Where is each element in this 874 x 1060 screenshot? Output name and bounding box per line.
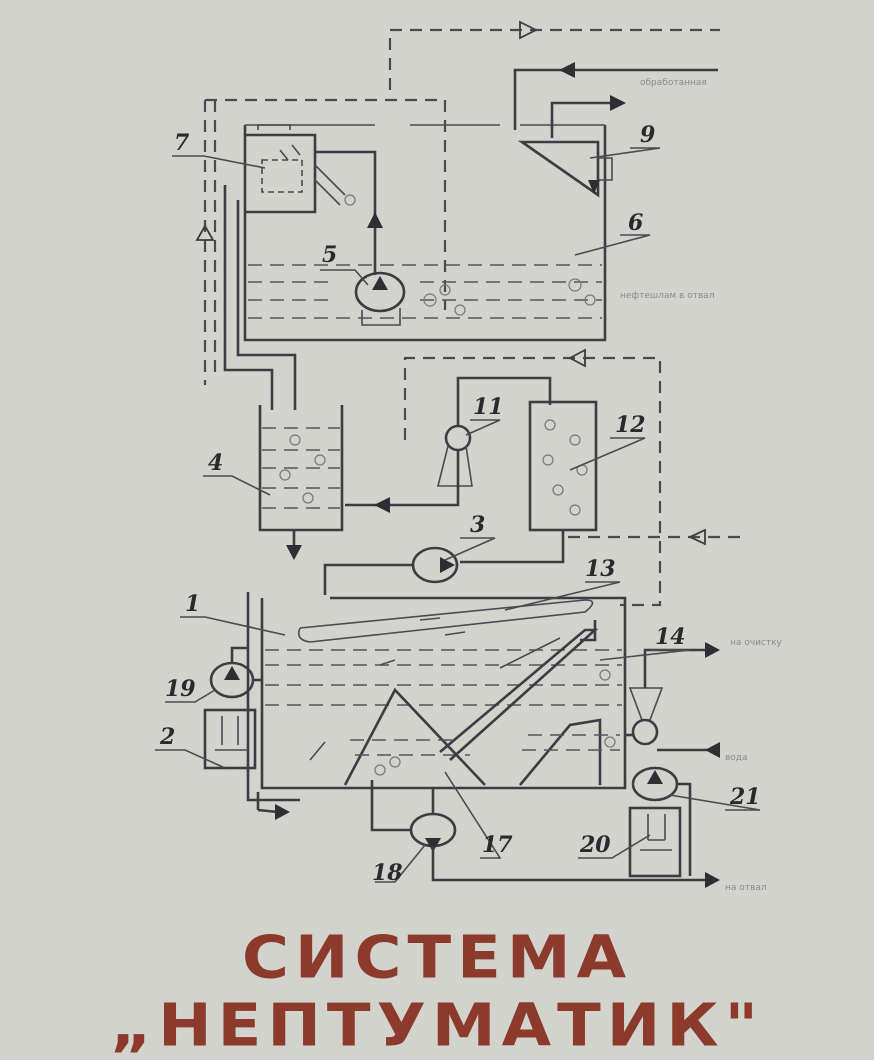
flow-arrow-top-right <box>519 20 539 40</box>
tank-1 <box>246 592 627 820</box>
leader-lines <box>155 147 761 883</box>
pump-5 <box>354 212 406 326</box>
pipe-6-to-4 <box>223 185 274 410</box>
label-12: 12 <box>615 412 646 438</box>
flow-arrow-left-vertical <box>195 224 215 241</box>
label-9: 9 <box>640 122 655 148</box>
label-7: 7 <box>174 130 190 156</box>
svg-text:на отвал: на отвал <box>725 883 767 893</box>
pump-19 <box>203 646 262 770</box>
svg-text:на очистку: на очистку <box>730 638 783 648</box>
svg-text:нефтешлам в отвал: нефтешлам в отвал <box>620 291 715 301</box>
pump-3 <box>323 546 459 595</box>
label-1: 1 <box>185 591 200 617</box>
label-18: 18 <box>372 860 403 886</box>
label-13: 13 <box>585 556 616 582</box>
flow-arrow-inlet-mid <box>687 528 706 546</box>
label-5: 5 <box>322 242 337 268</box>
column-12 <box>460 400 598 564</box>
label-4: 4 <box>208 450 223 476</box>
vessel-7 <box>245 124 377 275</box>
label-20: 20 <box>579 832 611 858</box>
flow-arrow-loop-top <box>568 348 586 368</box>
svg-text:вода: вода <box>725 753 748 763</box>
label-19: 19 <box>165 676 196 702</box>
pipe-6-to-4-b <box>236 200 297 410</box>
diagram-title: СИСТЕМА „НЕПТУМАТИК" <box>110 923 764 1060</box>
tank-4 <box>258 405 344 560</box>
label-21: 21 <box>729 784 761 810</box>
label-3: 3 <box>470 512 485 538</box>
label-2: 2 <box>159 724 175 750</box>
label-17: 17 <box>482 832 513 858</box>
separator-unit <box>625 642 720 758</box>
unit-9 <box>513 62 718 198</box>
label-11: 11 <box>473 394 504 420</box>
label-6: 6 <box>628 210 643 236</box>
pump-21 <box>628 766 692 878</box>
unit-11 <box>345 376 552 513</box>
label-14: 14 <box>655 624 686 650</box>
tank-6 <box>243 124 607 342</box>
pump-18 <box>370 780 720 888</box>
svg-text:обработанная: обработанная <box>640 78 707 88</box>
dashed-air-lines <box>203 28 740 607</box>
